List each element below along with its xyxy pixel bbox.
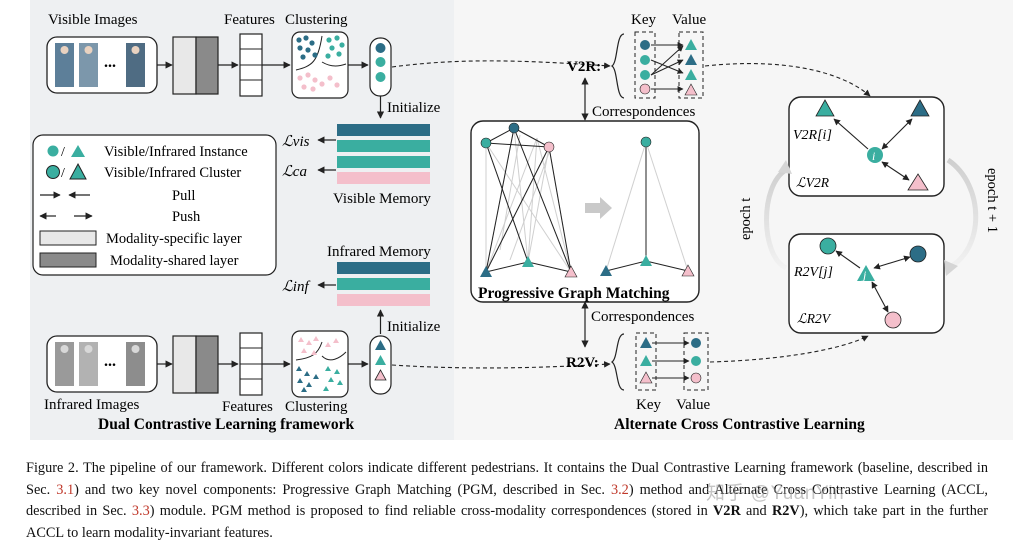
pgm-progress-arrow-icon — [585, 197, 612, 219]
clustering-label-top: Clustering — [285, 12, 348, 28]
cluster-circle-icon — [46, 165, 60, 179]
modality-shared-layer-visible — [195, 36, 219, 95]
v2r-index-label: V2R[i] — [793, 128, 832, 143]
r2v-entries — [639, 337, 702, 384]
legend-shared: Modality-shared layer — [110, 253, 239, 269]
instance-circle-icon — [47, 145, 59, 157]
loss-ca-text: ℒca — [282, 164, 307, 180]
loss-vis: ℒvis — [282, 134, 310, 150]
loss-ca: ℒca — [282, 164, 307, 180]
legend-pull: Pull — [172, 188, 195, 204]
caption-part-3: ) method and Alternate Cross Contrastive… — [26, 481, 988, 520]
shared-layer-swatch — [39, 252, 97, 268]
features-label-bottom: Features — [222, 399, 273, 415]
ellipsis-infrared: ... — [104, 353, 116, 370]
figure-caption: Figure 2. The pipeline of our framework.… — [26, 458, 988, 544]
watermark: 知乎 @YuanYin — [706, 483, 845, 504]
r2v-instance-node — [857, 265, 875, 281]
caption-part-6: ), which take part in the further ACCL t… — [26, 503, 988, 541]
r2v-teal-cluster — [819, 237, 837, 255]
caption-part-2: ) and two key novel components: Progress… — [74, 481, 611, 498]
infrared-cluster-points — [295, 336, 347, 392]
modality-specific-layer-visible — [172, 36, 197, 95]
infrared-images-label: Infrared Images — [44, 397, 140, 413]
r2v-index-label: R2V[j] — [793, 265, 833, 280]
v2r-blue-cluster — [910, 99, 930, 117]
loss-r2v: ℒR2V — [797, 311, 832, 326]
r2v-blue-cluster — [909, 245, 927, 263]
caption-bold-v2r: V2R — [712, 503, 741, 519]
modality-shared-layer-infrared — [195, 335, 219, 394]
visible-memory — [337, 124, 430, 184]
caption-part-1: Figure 2. The pipeline of our framework.… — [26, 460, 988, 498]
caption-bold-r2v: R2V — [771, 503, 800, 519]
r2v-pink-cluster — [884, 311, 902, 329]
visible-memory-label: Visible Memory — [333, 191, 431, 207]
caption-ref-1[interactable]: 3.1 — [56, 481, 75, 498]
v2r-pink-cluster — [907, 173, 929, 191]
visible-images-label: Visible Images — [48, 12, 138, 28]
caption-ref-2[interactable]: 3.2 — [610, 481, 629, 498]
loss-vis-text: ℒvis — [282, 134, 310, 150]
cluster-triangle-icon — [69, 162, 87, 180]
value-label-bottom: Value — [676, 397, 710, 413]
visible-cluster-points — [295, 35, 347, 92]
matched-graph — [600, 136, 695, 277]
feature-vector-visible — [239, 33, 263, 97]
v2r-key-column — [634, 31, 656, 99]
caption-part-5: and — [740, 503, 772, 519]
ellipsis-visible: ... — [104, 54, 116, 71]
correspondences-label-bottom: Correspondences — [591, 309, 694, 325]
loss-v2r: ℒV2R — [796, 175, 830, 190]
legend-slash-1: / — [61, 145, 65, 160]
initialize-label-bottom: Initialize — [387, 319, 441, 335]
infrared-person-images — [55, 342, 145, 386]
r2v-key-column — [635, 332, 657, 391]
modality-specific-layer-infrared — [172, 335, 197, 394]
visible-cluster-centroids — [369, 37, 392, 97]
pgm-graph-nodes — [480, 122, 578, 278]
accl-title: Alternate Cross Contrastive Learning — [614, 416, 865, 433]
v2r-teal-cluster — [815, 99, 835, 117]
caption-ref-3[interactable]: 3.3 — [131, 503, 150, 519]
legend-specific: Modality-specific layer — [106, 231, 242, 247]
bipartite-graph-highlight — [485, 127, 572, 273]
epoch-t-label: epoch t — [738, 198, 754, 240]
initialize-label-top: Initialize — [387, 100, 441, 116]
legend-slash-2: / — [61, 166, 65, 181]
clustering-label-bottom: Clustering — [285, 399, 348, 415]
instance-triangle-icon — [71, 145, 85, 157]
caption-part-4: ) module. PGM method is proposed to find… — [149, 503, 713, 519]
pipeline-diagram: Visible Images ... Features Clustering I… — [30, 0, 1000, 440]
epoch-t1-label: epoch t + 1 — [984, 168, 1000, 233]
loss-inf: ℒinf — [282, 279, 310, 295]
key-label-top: Key — [631, 12, 656, 28]
framework-title: Dual Contrastive Learning framework — [98, 416, 355, 433]
v2r-instance-node — [867, 147, 883, 163]
cycle-arrow-left — [764, 167, 788, 271]
node-j-label: j — [861, 268, 867, 282]
node-i-label: i — [872, 149, 875, 163]
cycle-arrow-right — [946, 157, 979, 271]
key-label-bottom: Key — [636, 397, 661, 413]
feature-vector-infrared — [239, 332, 263, 396]
loss-inf-text: ℒinf — [282, 279, 310, 295]
infrared-cluster-centroids — [369, 335, 392, 395]
infrared-memory-label: Infrared Memory — [327, 244, 431, 260]
pgm-title: Progressive Graph Matching — [478, 285, 670, 302]
legend-instance: Visible/Infrared Instance — [104, 144, 248, 160]
legend-cluster: Visible/Infrared Cluster — [104, 165, 241, 181]
correspondences-label-top: Correspondences — [592, 104, 695, 120]
infrared-memory — [337, 262, 430, 306]
legend-push: Push — [172, 209, 201, 225]
r2v-label: R2V: — [566, 355, 599, 371]
v2r-entries — [639, 39, 698, 96]
features-label-top: Features — [224, 12, 275, 28]
value-label-top: Value — [672, 12, 706, 28]
specific-layer-swatch — [39, 230, 97, 246]
v2r-label: V2R: — [567, 59, 601, 75]
visible-person-images — [55, 43, 145, 87]
